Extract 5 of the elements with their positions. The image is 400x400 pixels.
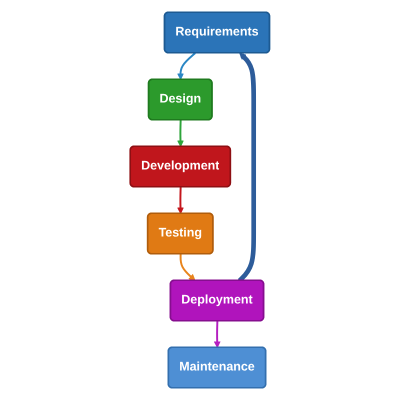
arrow	[177, 52, 196, 80]
arrow	[177, 187, 184, 214]
arrow	[180, 254, 196, 281]
arrow	[177, 120, 184, 147]
arrow	[214, 321, 221, 348]
